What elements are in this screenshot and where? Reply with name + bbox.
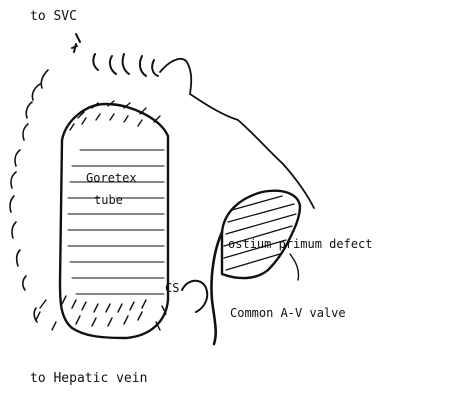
defect-outline [222, 191, 300, 278]
goretex-tube-outline [60, 104, 168, 338]
svc-suture-marks [72, 34, 158, 76]
label-common-av-valve: Common A-V valve [230, 307, 346, 319]
label-tube: tube [94, 194, 123, 206]
coronary-sinus-curve [182, 281, 207, 312]
label-cs: CS [165, 282, 179, 294]
tube-stitches-bottom [36, 296, 166, 330]
atrial-wall [160, 59, 314, 208]
label-to-svc: to SVC [30, 10, 77, 23]
label-to-hepatic-vein: to Hepatic vein [30, 372, 147, 385]
label-ostium-primum-defect: ostium primum defect [228, 238, 373, 250]
left-arc-strokes [10, 70, 48, 322]
av-valve-line [211, 232, 222, 344]
av-valve-tick [290, 254, 299, 280]
label-goretex: Goretex [86, 172, 137, 184]
